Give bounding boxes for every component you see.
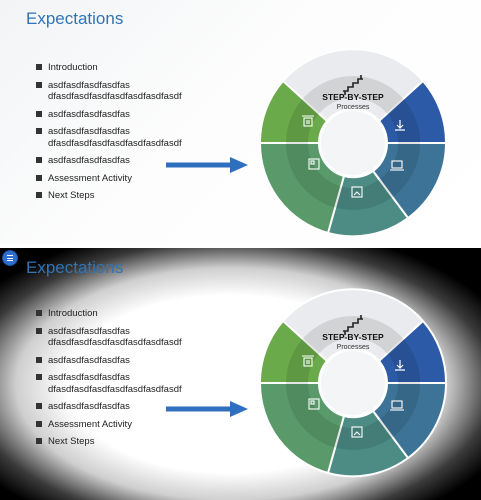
wheel-heading: STEP-BY-STEP [322,332,384,342]
list-item: asdfasdfasdfasdfas [36,355,182,367]
bullet-square [36,110,42,117]
wheel-segment-green [258,142,346,235]
bullet-square [36,356,42,363]
list-item-text: asdfasdfasdfasdfas [48,401,130,412]
list-item: Assessment Activity [36,419,182,431]
slide-divider [0,244,481,248]
list-item-text: Assessment Activity [48,172,132,184]
bullet-square [36,128,42,134]
wheel-subheading: Processes [337,104,370,111]
picture-icon [351,186,363,198]
frame-icon [308,158,320,170]
wheel-segment-green [258,382,346,475]
list-item: Assessment Activity [36,173,182,185]
step-wheel: STEP-BY-STEP Processes [258,48,448,238]
bullet-square [36,327,42,334]
list-item-text: asdfasdfasdfasdfas dfasdfasdfasdfasdfasd… [48,325,182,349]
bullet-square [36,310,42,316]
bullet-list: Introduction asdfasdfasdfasdfas dfasdfas… [36,308,182,454]
slide-title: Expectations [26,258,124,277]
trash-icon [302,115,314,127]
list-item: Introduction [36,308,182,320]
list-item-text: asdfasdfasdfasdfas dfasdfasdfasdfasdfasd… [48,79,182,103]
slide-title: Expectations [26,9,124,28]
list-item-text: Introduction [48,308,98,319]
list-menu-icon[interactable] [2,250,18,266]
list-item-text: asdfasdfasdfasdfas [48,108,130,120]
list-item: asdfasdfasdfasdfas [36,401,182,413]
frame-icon [308,398,320,410]
step-wheel: STEP-BY-STEP Processes [258,288,448,478]
list-item: Next Steps [36,190,182,202]
bullet-square [36,64,42,70]
bullet-square [36,157,42,163]
staircase-icon [343,75,363,95]
bullet-square [36,403,42,409]
wheel-center [319,109,387,177]
bullet-square [36,420,42,427]
list-item-text: asdfasdfasdfasdfas [48,155,130,166]
bullet-square [36,192,42,198]
bullet-square [36,374,42,380]
bullet-square [36,174,42,181]
list-item: asdfasdfasdfasdfas dfasdfasdfasdfasdfasd… [36,326,182,349]
list-item: Next Steps [36,436,182,448]
bullet-square [36,438,42,444]
laptop-icon [390,400,404,411]
list-item-text: Next Steps [48,190,95,201]
wheel-center [319,349,387,417]
staircase-icon [343,315,363,335]
right-arrow-icon [166,157,248,173]
list-item-text: asdfasdfasdfasdfas [48,354,130,366]
list-item-text: asdfasdfasdfasdfas dfasdfasdfasdfasdfasd… [48,372,182,395]
wheel-subheading: Processes [337,344,370,351]
list-item: Introduction [36,62,182,74]
download-icon [395,360,405,371]
bullet-list: Introduction asdfasdfasdfasdfas dfasdfas… [36,62,182,208]
list-item-text: asdfasdfasdfasdfas dfasdfasdfasdfasdfasd… [48,126,182,149]
laptop-icon [390,160,404,171]
list-item-text: Assessment Activity [48,418,132,430]
list-item-text: Introduction [48,62,98,73]
list-item: asdfasdfasdfasdfas [36,109,182,121]
download-icon [395,120,405,131]
slide-top: Expectations Introduction asdfasdfasdfas… [0,0,481,244]
bullet-square [36,81,42,88]
picture-icon [351,426,363,438]
slide-bottom: Expectations Introduction asdfasdfasdfas… [0,248,481,500]
right-arrow-icon [166,401,248,417]
list-item: asdfasdfasdfasdfas dfasdfasdfasdfasdfasd… [36,80,182,103]
list-item: asdfasdfasdfasdfas dfasdfasdfasdfasdfasd… [36,126,182,149]
list-item: asdfasdfasdfasdfas [36,155,182,167]
wheel-heading: STEP-BY-STEP [322,92,384,102]
list-item-text: Next Steps [48,436,95,447]
list-item: asdfasdfasdfasdfas dfasdfasdfasdfasdfasd… [36,372,182,395]
trash-icon [302,355,314,367]
